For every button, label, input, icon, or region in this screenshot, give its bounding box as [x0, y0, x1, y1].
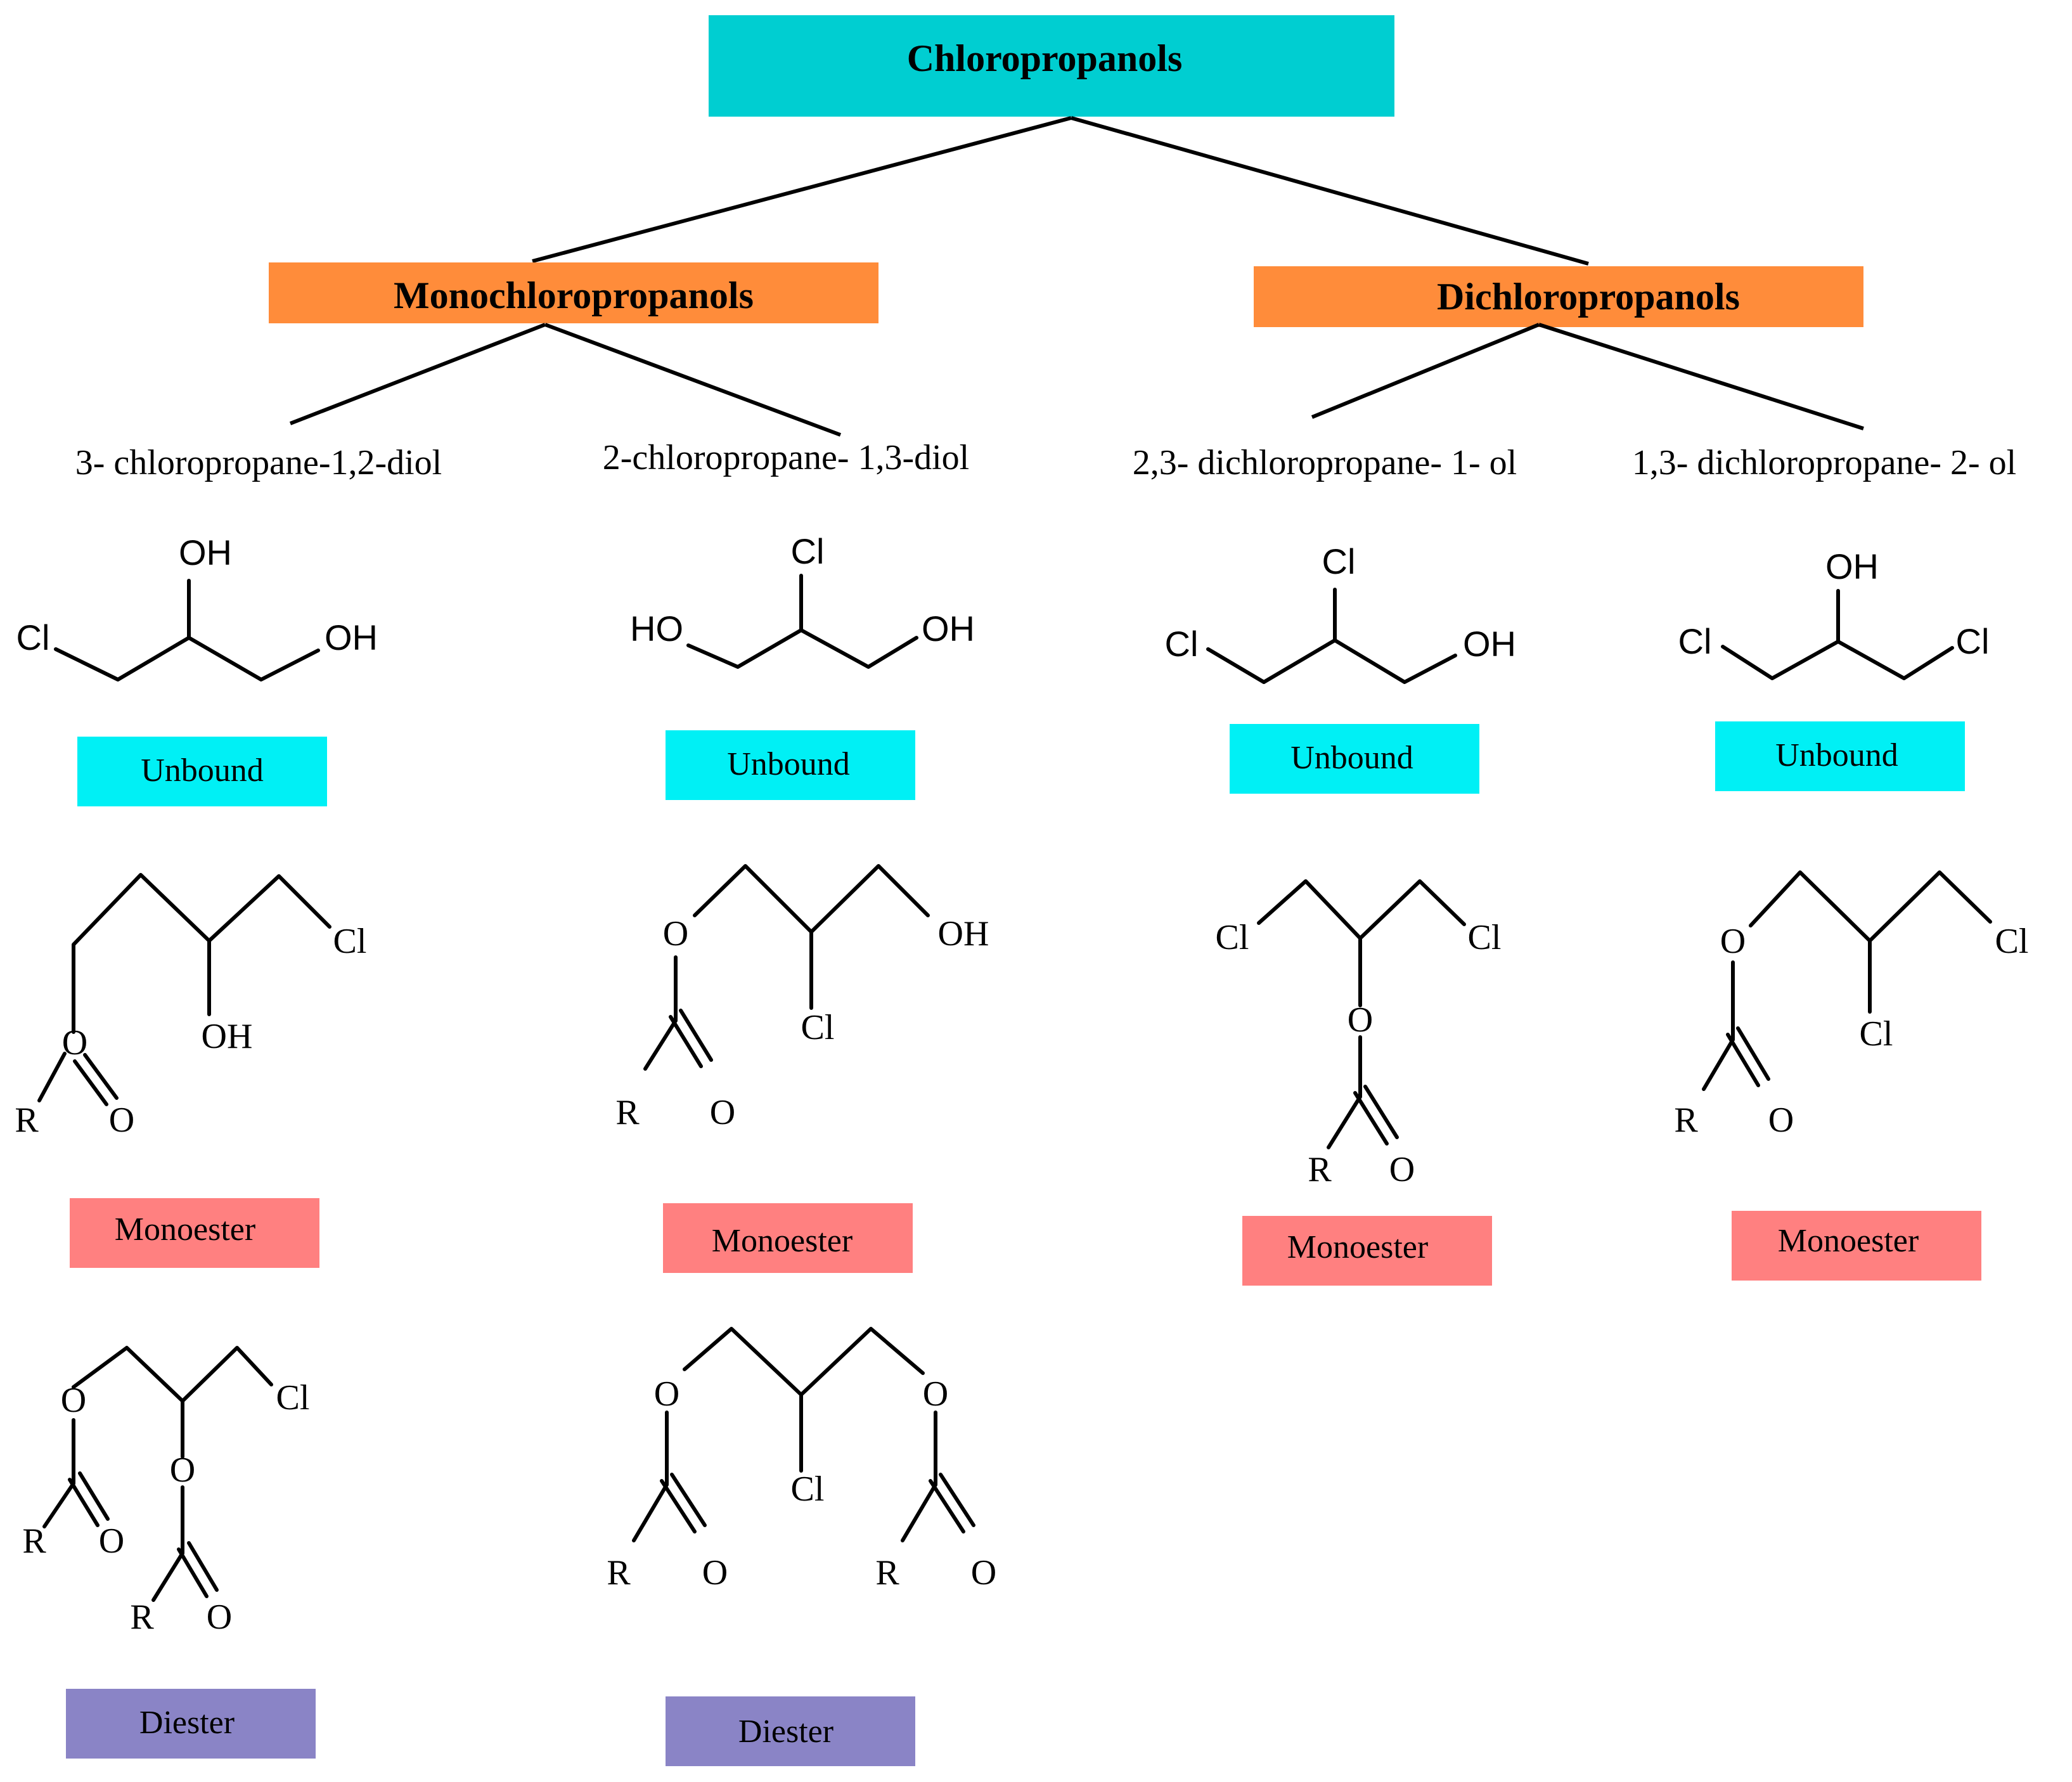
unbound-box: [1230, 724, 1479, 794]
structure-2mcpd-diester: O O Cl R O R O: [607, 1327, 996, 1592]
atom-cl: Cl: [1678, 621, 1712, 661]
atom-cl: Cl: [1995, 922, 2029, 961]
monoester-label: Monoester: [1287, 1229, 1428, 1265]
diester-box: [66, 1689, 316, 1759]
unbound-label: Unbound: [1290, 740, 1413, 776]
connector-di-13dcp: [1538, 323, 1864, 430]
atom-oh: OH: [938, 914, 989, 953]
atom-o: O: [663, 914, 688, 953]
structure-13dcp-unbound: Cl OH Cl: [1678, 546, 1990, 680]
atom-cl: Cl: [276, 1378, 310, 1417]
atom-cl: Cl: [1468, 918, 1502, 957]
unbound-box: [1715, 721, 1965, 791]
compound-name-2-chloropropane-1-3-diol: 2-chloropropane- 1,3-diol: [603, 438, 969, 477]
unbound-label: Unbound: [141, 752, 264, 789]
atom-oh: OH: [1825, 546, 1879, 586]
monoester-box: [1242, 1216, 1492, 1286]
unbound-label: Unbound: [1775, 737, 1898, 773]
title-label: Chloropropanols: [907, 37, 1183, 79]
atom-o: O: [654, 1374, 679, 1414]
structure-3mcpd-diester: O Cl O R O R O: [22, 1346, 310, 1637]
dichloropropanols-label: Dichloropropanols: [1437, 276, 1740, 318]
atom-r: R: [22, 1521, 46, 1561]
monoester-box: [1732, 1211, 1981, 1281]
structure-2mcpd-monoester: O OH Cl R O: [615, 864, 989, 1132]
atom-cl: Cl: [16, 617, 50, 657]
structure-2mcpd-unbound: HO Cl OH: [630, 531, 975, 669]
structure-3mcpd-unbound: Cl OH OH: [16, 533, 378, 681]
monoester-label: Monoester: [1778, 1223, 1919, 1259]
atom-oh: OH: [179, 533, 232, 572]
atom-o: O: [170, 1450, 195, 1490]
atom-oh: OH: [1463, 624, 1516, 664]
monoester-box: [663, 1203, 913, 1273]
atom-cl: Cl: [333, 922, 367, 961]
connector-mono-2mcpd: [544, 323, 842, 437]
atom-cl: Cl: [1216, 918, 1249, 957]
atom-o: O: [1768, 1101, 1794, 1140]
structure-13dcp-monoester: O Cl Cl R O: [1674, 870, 2029, 1140]
monoester-label: Monoester: [115, 1211, 255, 1248]
atom-o: O: [207, 1598, 232, 1637]
connector-di-23dcp: [1311, 323, 1540, 419]
atom-r: R: [1308, 1150, 1332, 1189]
atom-oh: OH: [202, 1017, 253, 1056]
atom-r: R: [607, 1553, 631, 1592]
monoester-label: Monoester: [712, 1223, 853, 1259]
diester-label: Diester: [139, 1705, 235, 1741]
atom-r: R: [130, 1598, 154, 1637]
connector-title-mono: [532, 116, 1072, 263]
atom-o: O: [99, 1521, 124, 1561]
atom-cl: Cl: [791, 1469, 825, 1509]
compound-name-1-3-dichloropropane-2-ol: 1,3- dichloropropane- 2- ol: [1632, 443, 2016, 482]
atom-cl: Cl: [1860, 1014, 1893, 1054]
atom-o: O: [1348, 1000, 1373, 1040]
title-box: [709, 15, 1394, 117]
connector-title-di: [1071, 116, 1589, 266]
atom-oh: OH: [325, 617, 378, 657]
atom-r: R: [615, 1093, 640, 1132]
structure-23dcp-unbound: Cl Cl OH: [1165, 541, 1516, 684]
atom-o: O: [109, 1101, 134, 1140]
diester-box: [666, 1696, 915, 1766]
dichloropropanols-box: [1254, 266, 1863, 327]
atom-o: O: [1720, 922, 1746, 961]
atom-oh: OH: [922, 609, 975, 649]
atom-cl: Cl: [801, 1008, 835, 1047]
atom-cl: Cl: [1322, 541, 1356, 581]
compound-name-3-chloropropane-1-2-diol: 3- chloropropane-1,2-diol: [75, 443, 442, 482]
atom-r: R: [875, 1553, 899, 1592]
atom-cl: Cl: [791, 531, 825, 571]
atom-o: O: [62, 1023, 87, 1062]
structure-23dcp-monoester: Cl Cl O R O: [1216, 879, 1502, 1189]
atom-cl: Cl: [1165, 624, 1199, 664]
atom-ho: HO: [630, 609, 683, 649]
atom-o: O: [710, 1093, 735, 1132]
diester-label: Diester: [738, 1714, 833, 1750]
structure-3mcpd-monoester: Cl OH O R O: [15, 873, 367, 1140]
connector-mono-3mcpd: [289, 323, 546, 425]
atom-o: O: [61, 1381, 86, 1420]
monoester-box: [70, 1198, 319, 1268]
monochloropropanols-label: Monochloropropanols: [394, 274, 754, 316]
atom-r: R: [1674, 1101, 1698, 1140]
monochloropropanols-box: [269, 262, 878, 323]
atom-r: R: [15, 1101, 39, 1140]
unbound-label: Unbound: [727, 746, 850, 782]
atom-o: O: [923, 1374, 948, 1414]
unbound-box: [77, 737, 327, 806]
compound-name-2-3-dichloropropane-1-ol: 2,3- dichloropropane- 1- ol: [1133, 443, 1517, 482]
atom-o: O: [702, 1553, 728, 1592]
atom-o: O: [971, 1553, 996, 1592]
atom-o: O: [1389, 1150, 1415, 1189]
atom-cl: Cl: [1956, 621, 1990, 661]
unbound-box: [666, 730, 915, 800]
